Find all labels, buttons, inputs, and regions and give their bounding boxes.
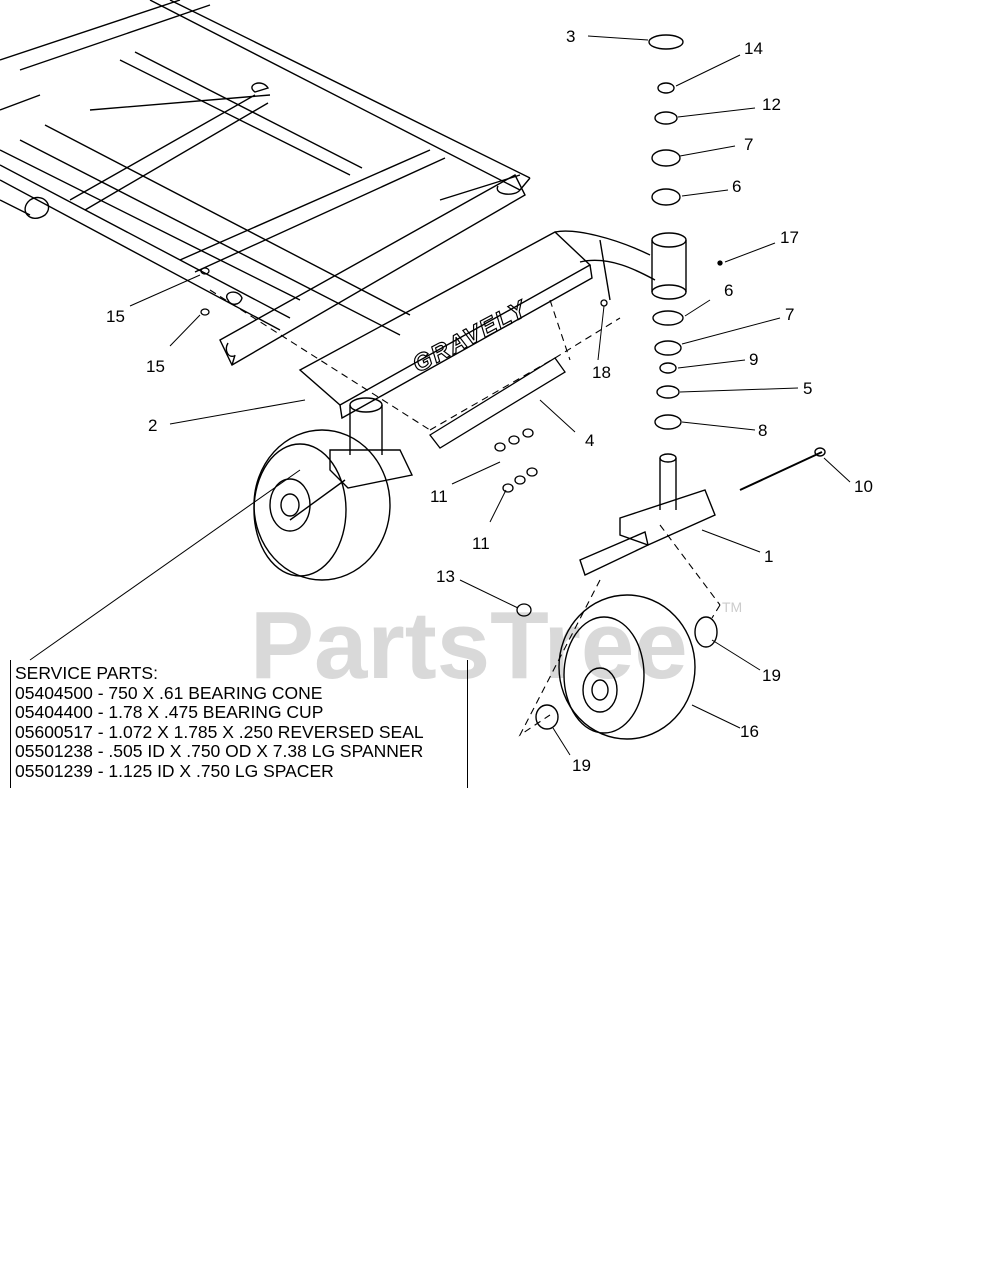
- callout-8: 8: [758, 421, 767, 440]
- callout-11-upper: 11: [430, 487, 448, 506]
- service-parts-box: SERVICE PARTS: 05404500 - 750 X .61 BEAR…: [10, 660, 468, 788]
- callout-5: 5: [803, 379, 812, 398]
- service-part-item: 05404400 - 1.78 X .475 BEARING CUP: [15, 702, 324, 722]
- callout-10: 10: [854, 477, 873, 496]
- watermark-tm: TM: [722, 599, 742, 615]
- callout-15-lower: 15: [146, 357, 165, 376]
- gravely-brand-text: GRAVELY: [408, 295, 532, 378]
- watermark: PartsTree TM: [250, 592, 742, 699]
- callout-9: 9: [749, 350, 758, 369]
- callout-7-lower: 7: [785, 305, 794, 324]
- callout-19-left: 19: [572, 756, 591, 775]
- service-part-item: 05404500 - 750 X .61 BEARING CONE: [15, 682, 323, 703]
- spindle-stack: [648, 34, 687, 510]
- callout-17: 17: [780, 228, 799, 247]
- callout-12: 12: [762, 95, 781, 114]
- callout-4: 4: [585, 431, 594, 450]
- watermark-text: PartsTree: [250, 592, 688, 699]
- callout-11-lower: 11: [472, 534, 490, 553]
- callout-6-lower: 6: [724, 281, 733, 300]
- spacer-plate-and-bolts: [200, 260, 723, 617]
- leader-lines: [29, 35, 851, 756]
- callout-14: 14: [744, 39, 763, 58]
- callout-13: 13: [436, 567, 455, 586]
- service-parts-title: SERVICE PARTS:: [15, 663, 158, 683]
- callout-15-upper: 15: [106, 307, 125, 326]
- service-part-item: 05501239 - 1.125 ID X .750 LG SPACER: [15, 760, 334, 781]
- callout-7-upper: 7: [744, 135, 753, 154]
- callout-2: 2: [148, 416, 157, 435]
- mower-frame: [0, 0, 531, 366]
- callout-3: 3: [566, 27, 575, 46]
- callout-16: 16: [740, 722, 759, 741]
- callout-6-upper: 6: [732, 177, 741, 196]
- service-part-item: 05600517 - 1.072 X 1.785 X .250 REVERSED…: [15, 721, 424, 742]
- callout-19-right: 19: [762, 666, 781, 685]
- left-caster: [253, 397, 414, 581]
- callout-labels: 3 14 12 7 6 17 6 7 9 5 8 10 1 13 19 16 1…: [106, 27, 873, 775]
- service-part-item: 05501238 - .505 ID X .750 OD X 7.38 LG S…: [15, 741, 424, 761]
- right-caster: [535, 447, 826, 740]
- callout-18: 18: [592, 363, 611, 382]
- callout-1: 1: [764, 547, 773, 566]
- assembly-lines: [209, 289, 721, 737]
